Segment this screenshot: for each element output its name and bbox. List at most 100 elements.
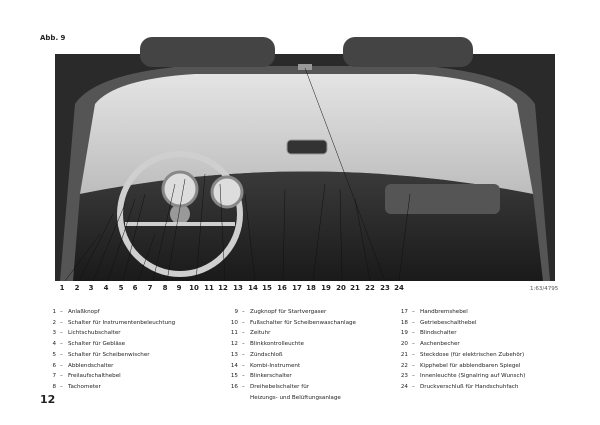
legend-dash: – [242, 373, 245, 380]
legend-text: Dreihebelschalter für [250, 383, 310, 390]
legend-text: Lichtschubschalter [68, 330, 121, 337]
legend-dash: – [242, 362, 245, 369]
callout-number: 8 [162, 284, 168, 292]
legend-item: 18–Getriebeschalthebel [396, 318, 525, 329]
legend-item: 19–Blindschalter [396, 328, 525, 339]
legend-number: 23 [400, 373, 408, 380]
callout-number: 2 [74, 284, 80, 292]
legend-number: 19 [400, 330, 408, 337]
legend-dash: – [412, 362, 415, 369]
legend-dash: – [242, 330, 245, 337]
legend-item: 22–Kipphebel für abblendbaren Spiegel [396, 361, 525, 372]
callout-number: 11 [204, 284, 214, 292]
combi-instrument [210, 175, 244, 209]
legend-text: Tachometer [68, 383, 101, 390]
legend-item: 9–Zugknopf für Startvergaser [226, 307, 356, 318]
legend-number: 24 [400, 383, 408, 390]
legend-number: 6 [52, 362, 56, 369]
windshield [80, 74, 533, 194]
callout-number: 23 [380, 284, 390, 292]
callout-number: 20 [336, 284, 346, 292]
callout-number: 15 [262, 284, 272, 292]
legend-dash: – [412, 309, 415, 315]
legend-number: 21 [400, 351, 408, 358]
legend-item: 15–Blinkerschalter [226, 371, 356, 382]
legend-dash: – [412, 319, 415, 326]
legend-number: 18 [400, 319, 408, 326]
legend-text: Schalter für Instrumentenbeleuchtung [68, 319, 176, 326]
legend-item: 21–Steckdose (für elektrischen Zubehör) [396, 350, 525, 361]
legend-item: 13–Zündschloß [226, 350, 356, 361]
legend-dash: – [60, 330, 63, 337]
legend-text: Steckdose (für elektrischen Zubehör) [420, 351, 525, 358]
legend-dash: – [242, 351, 245, 358]
legend-text: Blinkkontrolleuchte [250, 341, 304, 348]
figure-label: Abb. 9 [40, 34, 66, 42]
legend-dash: – [60, 373, 63, 380]
legend-dash: – [242, 309, 245, 315]
legend-item: 6–Abblendschalter [44, 361, 175, 372]
legend-text: Zündschloß [250, 351, 283, 358]
legend-dash: – [242, 319, 245, 326]
legend-number: 8 [52, 383, 56, 390]
legend-number: 3 [52, 330, 56, 337]
legend-text: Zeituhr [250, 330, 271, 337]
callout-number: 19 [321, 284, 331, 292]
legend-item: 16–Dreihebelschalter für [226, 382, 356, 393]
legend-number: 11 [230, 330, 238, 337]
legend-text: Schalter für Scheibenwischer [68, 351, 150, 358]
legend-item: 24–Druckverschluß für Handschuhfach [396, 382, 525, 393]
legend-text: Zugknopf für Startvergaser [250, 309, 327, 315]
legend-number: 5 [52, 351, 56, 358]
callout-number: 18 [306, 284, 316, 292]
legend-dash: – [60, 319, 63, 326]
legend-dash: – [242, 383, 245, 390]
legend-text: Abblendschalter [68, 362, 114, 369]
callout-number: 13 [233, 284, 243, 292]
legend-text: Heizungs- und Belüftungsanlage [250, 394, 341, 401]
legend-dash: – [242, 341, 245, 348]
legend-text: Fußschalter für Scheibenwaschanlage [250, 319, 356, 326]
callout-number: 16 [277, 284, 287, 292]
legend-dash: – [412, 351, 415, 358]
legend-text: Handbremshebel [420, 309, 468, 315]
legend-dash: – [412, 330, 415, 337]
legend-item: 7–Freilaufschalthebel [44, 371, 175, 382]
legend-number: 2 [52, 319, 56, 326]
legend-item: 17–Handbremshebel [396, 307, 525, 318]
legend-number: 13 [230, 351, 238, 358]
legend-text: Getriebeschalthebel [420, 319, 477, 326]
legend-number: 22 [400, 362, 408, 369]
callout-number: 22 [365, 284, 375, 292]
legend-number: 1 [52, 309, 56, 315]
legend-number: 9 [234, 309, 238, 315]
legend-text: Druckverschluß für Handschuhfach [420, 383, 519, 390]
callout-number: 12 [218, 284, 228, 292]
glovebox [385, 184, 500, 214]
speedometer [161, 170, 199, 208]
legend-dash: – [60, 341, 63, 348]
dashboard-photo [55, 37, 555, 281]
legend-item: 20–Aschenbecher [396, 339, 525, 350]
legend-number-spacer [226, 393, 238, 404]
legend-number: 12 [230, 341, 238, 348]
legend-item: 11–Zeituhr [226, 328, 356, 339]
callout-number-row: 1 2 3 4 5 6 7 8 9 10 11 12 13 14 15 16 1… [0, 284, 600, 296]
legend-item-continuation: Heizungs- und Belüftungsanlage [226, 393, 356, 404]
legend-item: 4–Schalter für Gebläse [44, 339, 175, 350]
rear-view-mirror [286, 139, 328, 155]
legend-text: Innenleuchte (Signalring auf Wunsch) [420, 373, 526, 380]
callout-number: 3 [88, 284, 94, 292]
callout-number: 5 [118, 284, 124, 292]
callout-number: 14 [248, 284, 258, 292]
legend-number: 17 [400, 309, 408, 315]
callout-number: 9 [176, 284, 182, 292]
legend-dash: – [60, 351, 63, 358]
legend-dash: – [412, 383, 415, 390]
legend-text: Schalter für Gebläse [68, 341, 126, 348]
legend-number: 15 [230, 373, 238, 380]
legend-item: 10–Fußschalter für Scheibenwaschanlage [226, 318, 356, 329]
headrest-right [343, 37, 473, 67]
